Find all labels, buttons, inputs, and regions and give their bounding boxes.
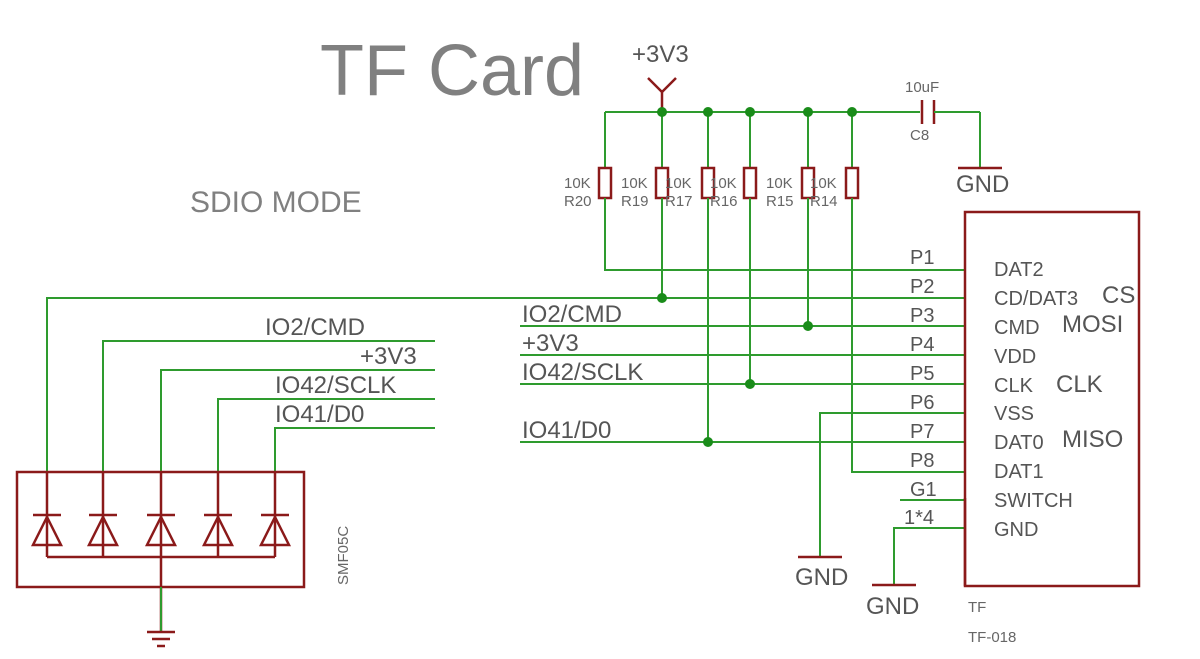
- pin-name: SWITCH: [994, 490, 1073, 512]
- pin-alt-name: MISO: [1062, 426, 1123, 453]
- resistor-r19: 10K R19: [621, 166, 670, 210]
- net-label: IO41/D0: [522, 417, 611, 444]
- net-label: IO42/SCLK: [522, 359, 643, 386]
- ground-symbol-cap: GND: [956, 166, 1009, 198]
- resistor-r17: 10K R17: [665, 166, 716, 210]
- ground-symbol-shell: GND: [866, 583, 919, 620]
- ground-label-cap: GND: [956, 171, 1009, 198]
- pin-name: VDD: [994, 346, 1036, 368]
- resistor-r14: 10K R14: [810, 166, 860, 210]
- resistor-ref: R14: [810, 193, 838, 210]
- resistor-ref: R15: [766, 193, 794, 210]
- capacitor-value: 10uF: [905, 79, 939, 96]
- supply-label: +3V3: [632, 41, 689, 68]
- pin-alt-name: CS: [1102, 282, 1135, 309]
- pin-number: P5: [910, 363, 934, 385]
- resistor-ref: R17: [665, 193, 693, 210]
- resistor-value: 10K: [621, 175, 648, 192]
- tvs-array-smf05c: SMF05C: [15, 470, 352, 648]
- connector-ref: TF: [968, 599, 986, 616]
- pin-number: P7: [910, 421, 934, 443]
- pin-alt-name: CLK: [1056, 371, 1103, 398]
- net-label: IO41/D0: [275, 401, 364, 428]
- resistor-ref: R20: [564, 193, 592, 210]
- pin-number: P8: [910, 450, 934, 472]
- pin-name: GND: [994, 519, 1038, 541]
- pin-name: VSS: [994, 403, 1034, 425]
- pin-name: CMD: [994, 317, 1040, 339]
- resistor-value: 10K: [564, 175, 591, 192]
- tf-connector: P1 P2 P3 P4 P5 P6 P7 P8 G1 1*4 DAT2 CD/D…: [904, 210, 1141, 646]
- resistor-r15: 10K R15: [766, 166, 816, 210]
- tvs-part-label: SMF05C: [335, 526, 352, 585]
- pin-number: G1: [910, 479, 937, 501]
- junctions: [657, 107, 857, 447]
- pin-name: CLK: [994, 375, 1034, 397]
- capacitor-c8: 10uF C8: [905, 79, 981, 168]
- pin-name: DAT2: [994, 259, 1044, 281]
- capacitor-ref: C8: [910, 127, 929, 144]
- pin-number: 1*4: [904, 507, 934, 529]
- pin-number: P3: [910, 305, 934, 327]
- pin-number: P4: [910, 334, 934, 356]
- supply-symbol: +3V3: [632, 41, 689, 112]
- schematic-title: TF Card: [320, 31, 584, 111]
- resistor-r20: 10K R20: [564, 166, 613, 210]
- net-label: IO42/SCLK: [275, 372, 396, 399]
- ground-label-vss: GND: [795, 564, 848, 591]
- net-label: IO2/CMD: [265, 314, 365, 341]
- net-label: +3V3: [522, 330, 579, 357]
- pin-number: P6: [910, 392, 934, 414]
- resistor-ref: R19: [621, 193, 649, 210]
- pin-number: P1: [910, 247, 934, 269]
- connector-part: TF-018: [968, 629, 1016, 646]
- pin-alt-name: MOSI: [1062, 311, 1123, 338]
- resistor-value: 10K: [710, 175, 737, 192]
- net-label: +3V3: [360, 343, 417, 370]
- pin-number: P2: [910, 276, 934, 298]
- pin-name: DAT0: [994, 432, 1044, 454]
- resistor-value: 10K: [665, 175, 692, 192]
- ground-label-shell: GND: [866, 593, 919, 620]
- resistor-value: 10K: [810, 175, 837, 192]
- mode-label: SDIO MODE: [190, 186, 362, 219]
- pin-name: DAT1: [994, 461, 1044, 483]
- resistor-ref: R16: [710, 193, 738, 210]
- pin-name: CD/DAT3: [994, 288, 1078, 310]
- ground-symbol-vss: GND: [795, 555, 848, 591]
- resistor-value: 10K: [766, 175, 793, 192]
- net-label: IO2/CMD: [522, 301, 622, 328]
